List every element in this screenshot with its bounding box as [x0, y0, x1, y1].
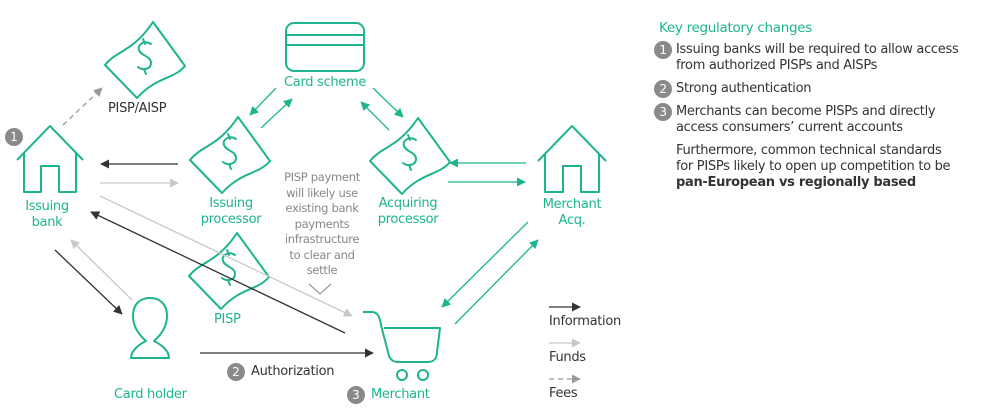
panel-footer: Furthermore, common technical standards …: [658, 143, 988, 191]
regulatory-item: 1 Issuing banks will be required to allo…: [654, 41, 988, 74]
authorization-badge: 2: [227, 363, 245, 381]
issuing-bank-label-line2: bank: [31, 215, 63, 230]
funds-arrow-bank-to-merchant: [99, 195, 353, 317]
legend-label: Fees: [549, 386, 578, 401]
item-line1: Merchants can become PISPs and directly: [676, 104, 936, 119]
item-number-badge: 2: [654, 80, 672, 98]
note-line: payments: [294, 216, 350, 231]
note-line: existing bank: [285, 201, 359, 215]
credit-card-icon: [285, 22, 365, 72]
dashed-arrow-icon: [549, 374, 581, 384]
card-scheme-to-acquiring-processor-arrow: [372, 87, 404, 118]
item-line1: Issuing banks will be required to allow …: [676, 42, 959, 57]
funds-arrow-card-holder-to-bank: [70, 239, 133, 301]
card-scheme-label: Card scheme: [284, 75, 367, 90]
pisp-aisp-label: PISP/AISP: [108, 101, 167, 116]
issuing-bank-label: Issuing bank: [22, 199, 72, 231]
merchant-acq-label: Merchant Acq.: [537, 197, 607, 229]
info-arrow-bank-to-card-holder: [54, 249, 123, 315]
issuing-processor-label: Issuing processor: [196, 196, 266, 228]
merchant-acq-to-merchant-arrow: [441, 221, 529, 308]
regulatory-item: 3 Merchants can become PISPs and directl…: [654, 103, 988, 136]
item-number-badge: 3: [654, 103, 672, 121]
chevron-down-icon: [308, 283, 332, 295]
legend-label: Information: [549, 314, 621, 329]
item-line2: access consumers’ current accounts: [676, 120, 903, 135]
authorization-label: Authorization: [251, 364, 335, 379]
note-line: to clear and: [289, 247, 355, 262]
merchant-label: Merchant: [371, 387, 430, 402]
pisp-infrastructure-note: PISP payment will likely use existing ba…: [272, 170, 372, 279]
card-holder-label: Card holder: [114, 387, 187, 402]
panel-title: Key regulatory changes: [659, 20, 812, 36]
acquiring-processor-to-card-scheme-arrow: [360, 101, 390, 131]
shopping-cart-icon: [363, 311, 441, 381]
item-number-badge: 1: [654, 41, 672, 59]
item-line1: Strong authentication: [676, 81, 812, 96]
note-line: will likely use: [286, 185, 358, 200]
house-icon: [537, 125, 607, 193]
info-arrow-merchant-to-bank: [90, 211, 346, 334]
acquiring-processor-label-line1: Acquiring: [378, 196, 438, 211]
issuing-bank-badge: 1: [5, 128, 23, 146]
person-icon: [130, 297, 170, 359]
regulatory-item: 2 Strong authentication: [654, 80, 988, 98]
banknote-icon: [369, 117, 451, 195]
acquiring-processor-label-line2: processor: [377, 212, 439, 227]
banknote-icon: [104, 21, 186, 99]
note-line: infrastructure: [284, 232, 360, 246]
fees-arrow: [62, 87, 103, 126]
item-line2: from authorized PISPs and AISPs: [676, 58, 878, 73]
note-line: PISP payment: [284, 170, 360, 184]
card-scheme-to-issuing-processor-arrow: [249, 87, 277, 116]
issuing-processor-to-card-scheme-arrow: [260, 98, 293, 129]
issuing-processor-label-line2: processor: [200, 212, 262, 227]
footer-bold: pan-European vs regionally based: [676, 175, 916, 190]
issuing-processor-label-line1: Issuing: [209, 196, 253, 211]
regulatory-changes-panel: Key regulatory changes 1 Issuing banks w…: [654, 20, 988, 191]
legend-label: Funds: [549, 350, 586, 365]
acquiring-processor-label: Acquiring processor: [373, 196, 443, 228]
merchant-badge: 3: [347, 386, 365, 404]
footer-line1: Furthermore, common technical standards: [676, 143, 942, 158]
issuing-bank-label-line1: Issuing: [25, 199, 69, 214]
footer-line2: for PISPs likely to open up competition …: [676, 159, 951, 174]
solid-light-arrow-icon: [549, 338, 581, 348]
merchant-acq-label-line1: Merchant: [542, 197, 602, 212]
banknote-icon: [189, 116, 271, 194]
pisp-label: PISP: [214, 312, 241, 327]
note-line: settle: [306, 263, 338, 277]
house-icon: [16, 125, 84, 193]
solid-dark-arrow-icon: [549, 302, 581, 312]
merchant-acq-label-line2: Acq.: [558, 213, 586, 228]
merchant-to-merchant-acq-arrow: [454, 239, 539, 325]
